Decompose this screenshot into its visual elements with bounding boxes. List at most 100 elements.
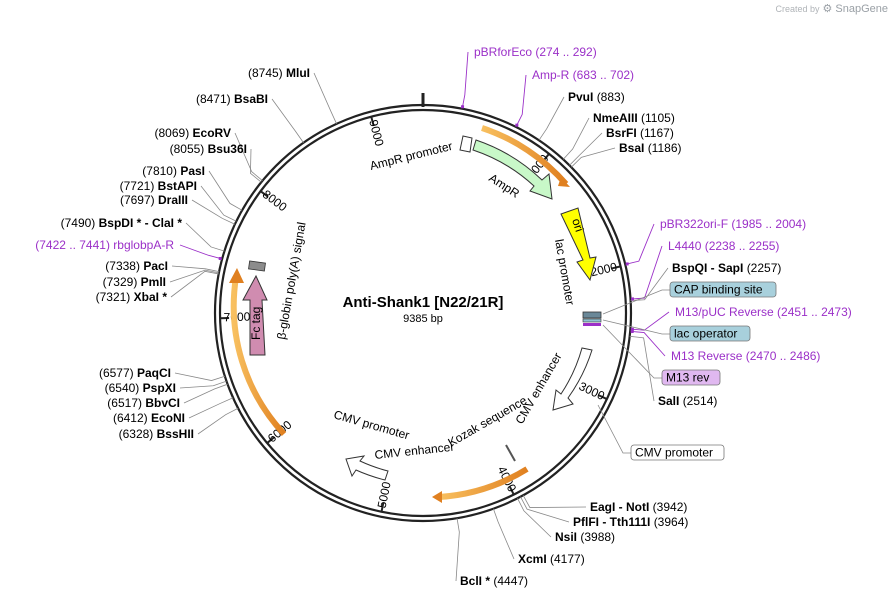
feature-label-cmv-promoter-left: CMV promoter xyxy=(332,407,411,442)
restriction-site-right[interactable]: PvuI (883) xyxy=(568,90,625,104)
cap-site-shape[interactable] xyxy=(582,318,602,323)
restriction-site-right[interactable]: BsaI (1186) xyxy=(619,141,681,155)
ampr-promoter-shape[interactable] xyxy=(459,135,473,153)
restriction-site-left[interactable]: (6540) PspXI xyxy=(105,381,176,395)
restriction-site-left[interactable]: (7490) BspDI * - ClaI * xyxy=(61,216,183,230)
restriction-site-left[interactable]: (7697) DraIII xyxy=(120,193,188,207)
primer-label[interactable]: M13 Reverse (2470 .. 2486) xyxy=(671,349,820,363)
site-name: BsrFI xyxy=(606,126,640,140)
boxed-feature-label: CAP binding site xyxy=(674,283,763,297)
site-leader xyxy=(185,222,225,252)
primer-leader xyxy=(516,74,527,126)
restriction-site-bottom[interactable]: NsiI (3988) xyxy=(555,530,615,544)
restriction-site-left[interactable]: (8471) BsaBI xyxy=(196,92,268,106)
site-leader xyxy=(313,72,337,124)
site-leader xyxy=(179,380,227,389)
site-position: (7810) xyxy=(142,164,180,178)
tick-mark xyxy=(260,190,269,198)
primer-label[interactable]: Amp-R (683 .. 702) xyxy=(532,68,634,82)
site-name: BstAPI xyxy=(158,179,197,193)
tick-mark xyxy=(266,436,275,444)
primer-range: (274 .. 292) xyxy=(535,45,596,59)
restriction-site-right[interactable]: NmeAIII (1105) xyxy=(593,111,675,125)
primer-range: (7422 .. 7441) xyxy=(35,238,113,252)
primer-leader xyxy=(632,245,663,300)
boxed-feature-box[interactable] xyxy=(669,281,777,298)
cmv-promoter-shape-left[interactable] xyxy=(345,455,389,481)
site-name: PaqCI xyxy=(137,366,171,380)
cmv-enhancer-shape-right[interactable] xyxy=(552,347,593,411)
restriction-site-right[interactable]: SalI (2514) xyxy=(658,394,717,408)
site-name: BspDI * - ClaI * xyxy=(99,216,183,230)
primer-range: (2238 .. 2255) xyxy=(705,239,780,253)
tick-label: 5000 xyxy=(375,480,394,509)
kozak-mark[interactable] xyxy=(505,444,516,462)
primer-label[interactable]: pBR322ori-F (1985 .. 2004) xyxy=(660,217,806,231)
ori-feature-arrow[interactable] xyxy=(560,207,597,282)
antibody-orf-band xyxy=(438,466,529,500)
site-position: (8055) xyxy=(170,142,208,156)
restriction-site-bottom[interactable]: XcmI (4177) xyxy=(518,552,585,566)
site-name: EagI - NotI xyxy=(590,500,653,514)
tick-mark xyxy=(611,265,621,270)
fc-tag-arrow[interactable] xyxy=(242,274,268,356)
backbone-inner xyxy=(218,108,628,518)
ampr-feature-arrow[interactable] xyxy=(472,139,553,200)
site-position: (8471) xyxy=(196,92,234,106)
restriction-site-left[interactable]: (6328) BssHII xyxy=(119,427,194,441)
feature-label-fc-tag: Fc tag xyxy=(249,307,263,340)
site-name: DraIII xyxy=(158,193,188,207)
plasmid-length: 9385 bp xyxy=(403,313,443,325)
site-name: SalI xyxy=(658,394,683,408)
site-position: (7329) xyxy=(103,275,141,289)
restriction-site-bottom[interactable]: BclI * (4447) xyxy=(460,574,528,588)
site-leader xyxy=(234,132,263,181)
boxed-feature-box[interactable] xyxy=(661,369,721,386)
site-position: (7321) xyxy=(96,290,134,304)
restriction-site-left[interactable]: (7321) XbaI * xyxy=(96,290,168,304)
primer-leader xyxy=(627,223,655,265)
restriction-site-left[interactable]: (6517) BbvCI xyxy=(107,396,180,410)
site-leader xyxy=(174,372,225,381)
site-leader xyxy=(200,185,237,222)
tick-label: 3000 xyxy=(577,379,607,403)
restriction-site-right[interactable]: BsrFI (1167) xyxy=(606,126,674,140)
restriction-site-left[interactable]: (7338) PacI xyxy=(105,259,168,273)
site-name: XcmI xyxy=(518,552,550,566)
site-name: PspXI xyxy=(143,381,176,395)
feature-leader xyxy=(602,289,670,315)
restriction-site-left[interactable]: (6412) EcoNI xyxy=(113,411,185,425)
beta-globin-shape[interactable] xyxy=(248,260,266,272)
site-position: (3942) xyxy=(653,500,688,514)
primer-label[interactable]: M13/pUC Reverse (2451 .. 2473) xyxy=(675,305,852,319)
restriction-site-left[interactable]: (8055) Bsu36I xyxy=(170,142,247,156)
restriction-site-left[interactable]: (7810) PasI xyxy=(142,164,205,178)
boxed-feature-box[interactable] xyxy=(669,325,751,342)
restriction-site-left[interactable]: (7329) PmlI xyxy=(103,275,166,289)
restriction-site-bottom[interactable]: EagI - NotI (3942) xyxy=(590,500,687,514)
restriction-site-left[interactable]: (8069) EcoRV xyxy=(155,126,232,140)
site-leader xyxy=(571,147,616,168)
tick-label: 7000 xyxy=(224,310,251,325)
site-leader xyxy=(569,132,603,166)
antibody-orf-arrowhead xyxy=(432,491,442,503)
site-position: (6412) xyxy=(113,411,151,425)
site-leader xyxy=(170,270,219,298)
restriction-site-right[interactable]: BspQI - SapI (2257) xyxy=(672,261,781,275)
boxed-feature-box[interactable] xyxy=(630,444,725,461)
primer-range: (683 .. 702) xyxy=(573,68,634,82)
primer-label[interactable]: L4440 (2238 .. 2255) xyxy=(668,239,779,253)
primer-label[interactable]: pBRforEco (274 .. 292) xyxy=(474,45,597,59)
restriction-site-left[interactable]: (7721) BstAPI xyxy=(120,179,197,193)
primer-label[interactable]: (7422 .. 7441) rbglobpA-R xyxy=(35,238,174,252)
lac-promoter-shape[interactable] xyxy=(582,311,602,319)
site-name: PacI xyxy=(143,259,168,273)
site-position: (7721) xyxy=(120,179,158,193)
restriction-site-left[interactable]: (8745) MluI xyxy=(248,66,310,80)
m13-rev-shape[interactable] xyxy=(583,323,601,326)
site-position: (883) xyxy=(597,90,625,104)
feature-leader xyxy=(602,319,670,335)
primer-leader xyxy=(632,311,670,331)
restriction-site-left[interactable]: (6577) PaqCI xyxy=(99,366,171,380)
restriction-site-bottom[interactable]: PflFI - Tth111I (3964) xyxy=(573,515,688,529)
